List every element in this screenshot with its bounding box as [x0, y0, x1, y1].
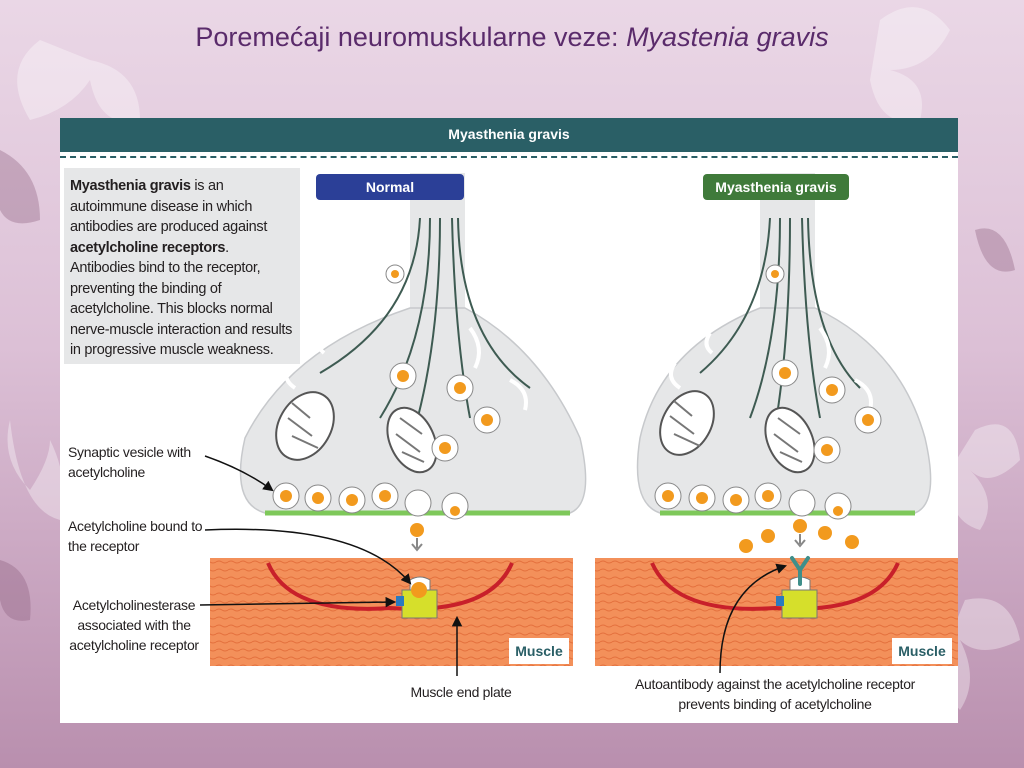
label-autoantibody: Autoantibody against the acetylcholine r…	[634, 676, 916, 712]
end-plate	[266, 562, 514, 611]
slide-title: Poremećaji neuromuskularne veze: Myasten…	[195, 22, 829, 52]
leader-vesicle	[204, 455, 274, 492]
muscle-label-left: Muscle	[509, 638, 569, 664]
mitochondrion-icon	[275, 391, 335, 461]
normal-terminal	[239, 173, 587, 552]
leader-autoantibody	[719, 563, 787, 674]
butterfly-icon	[17, 40, 141, 122]
label-ach-bound: Acetylcholine bound to the receptor	[68, 518, 203, 554]
label-synaptic-vesicle: Synaptic vesicle with acetylcholine	[68, 444, 191, 480]
butterfly-icon	[946, 598, 1020, 710]
description-box: Myasthenia gravis is an autoimmune disea…	[64, 168, 300, 364]
figure-header: Myasthenia gravis	[60, 118, 958, 152]
mg-badge: Myasthenia gravis	[703, 174, 849, 200]
label-end-plate: Muscle end plate	[410, 684, 512, 700]
butterfly-icon	[870, 7, 950, 122]
end-plate	[650, 562, 900, 611]
mitochondrion-icon	[764, 406, 816, 474]
synaptic-vesicles	[654, 264, 882, 520]
butterfly-icon	[949, 424, 1020, 530]
synaptic-vesicles	[272, 264, 501, 520]
label-ache: Acetylcholinesterase associated with the…	[69, 597, 199, 653]
header-divider	[60, 156, 958, 158]
muscle-label-right: Muscle	[892, 638, 952, 664]
mitochondrion-icon	[386, 406, 438, 474]
mitochondrion-icon	[659, 390, 715, 456]
diagram-illustration	[199, 173, 958, 676]
butterfly-icon	[975, 228, 1015, 272]
normal-badge: Normal	[316, 174, 464, 200]
figure-panel: Myasthenia gravis	[60, 118, 958, 723]
leader-ach-bound	[204, 528, 412, 585]
autoantibody-icon	[790, 556, 810, 586]
mg-terminal	[636, 173, 932, 553]
leader-ache	[199, 596, 397, 608]
butterfly-icon	[0, 560, 31, 621]
butterfly-icon	[7, 420, 64, 520]
butterfly-icon	[0, 150, 40, 224]
